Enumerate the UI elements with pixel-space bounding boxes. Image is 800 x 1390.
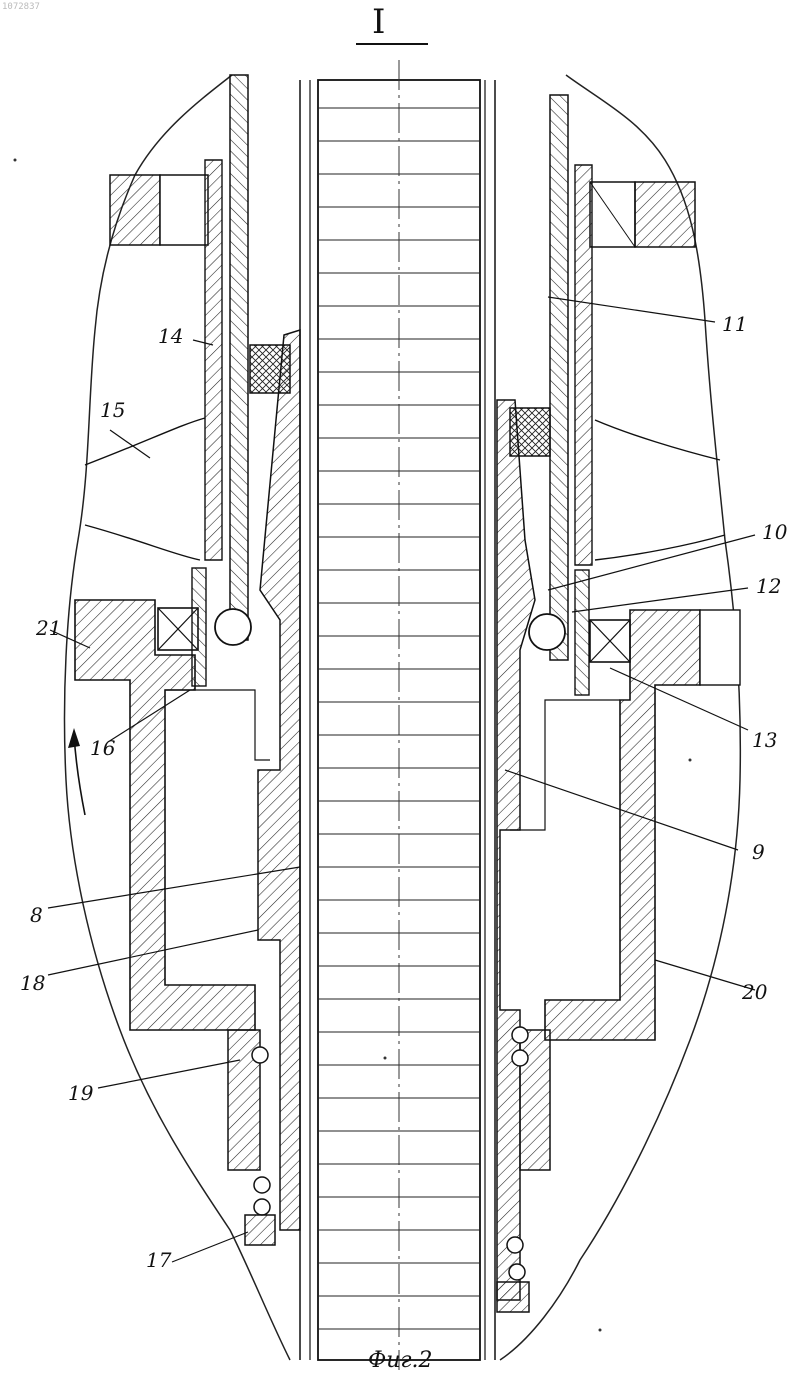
figure-caption: Фиг.2: [368, 1348, 433, 1373]
housing-left: [75, 600, 255, 1030]
body-15-upper: [85, 418, 205, 465]
sleeve-right: [550, 95, 568, 660]
callout-11: 11: [722, 314, 747, 334]
ring-right-12: [575, 570, 589, 695]
body-right-lower: [595, 535, 725, 560]
callout-13: 13: [752, 730, 777, 750]
callout-17: 17: [146, 1250, 171, 1270]
callout-20: 20: [742, 982, 767, 1002]
nut-17-right: [497, 1282, 529, 1312]
sleeve-right-outer: [575, 165, 592, 565]
upper-block-left: [160, 175, 208, 245]
upper-block-left-hatched: [110, 175, 160, 245]
flow-arrow-head: [68, 728, 80, 748]
roller: [512, 1027, 528, 1043]
flow-arrow: [74, 735, 85, 815]
body-right-upper: [595, 420, 720, 460]
roller: [254, 1177, 270, 1193]
roller: [254, 1199, 270, 1215]
roller: [509, 1264, 525, 1280]
body-15-lower: [85, 525, 200, 560]
callout-18: 18: [20, 973, 45, 993]
nut-17-left: [245, 1215, 275, 1245]
callout-8: 8: [30, 905, 43, 925]
callout-9: 9: [752, 842, 765, 862]
sleeve-left: [230, 75, 248, 640]
callout-16: 16: [90, 738, 115, 758]
housing-right: [545, 610, 700, 1040]
callout-15: 15: [100, 400, 125, 420]
ball-right: [529, 614, 565, 650]
roller: [512, 1050, 528, 1066]
callout-12: 12: [756, 576, 781, 596]
callout-19: 19: [68, 1083, 93, 1103]
housing-right-cap: [700, 610, 740, 685]
sleeve-left-outer: [205, 160, 222, 560]
housing-left-inner: [165, 690, 270, 760]
callout-10: 10: [762, 522, 787, 542]
callout-21: 21: [36, 618, 61, 638]
upper-block-right-hatched: [635, 182, 695, 247]
callout-14: 14: [158, 326, 183, 346]
taper-ring-left: [258, 330, 300, 1230]
housing-right-inner: [510, 700, 620, 830]
roller: [252, 1047, 268, 1063]
roller: [507, 1237, 523, 1253]
ball-left: [215, 609, 251, 645]
